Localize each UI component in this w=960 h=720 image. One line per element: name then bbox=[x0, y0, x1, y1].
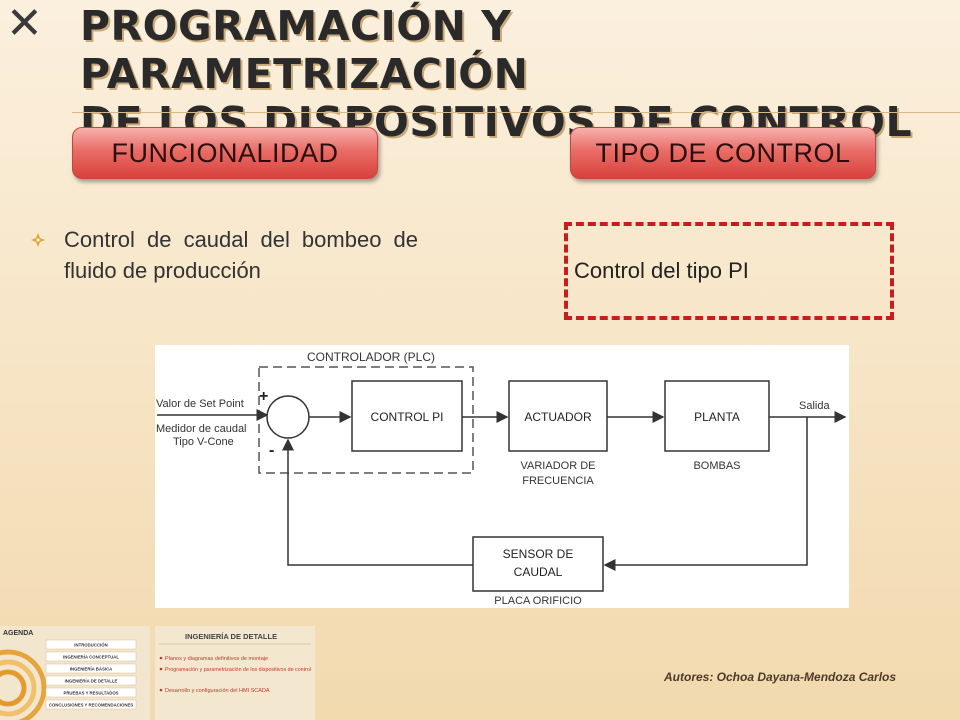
authors-footer: Autores: Ochoa Dayana-Mendoza Carlos bbox=[664, 670, 897, 684]
tipo-control-badge: TIPO DE CONTROL bbox=[570, 127, 876, 179]
funcionalidad-badge: FUNCIONALIDAD bbox=[72, 127, 378, 179]
sensor-label-1: SENSOR DE bbox=[503, 547, 574, 561]
agenda-rows: INTRODUCCIÓN INGENIERÍA CONCEPTUAL INGENIE… bbox=[45, 639, 137, 710]
agenda-row bbox=[45, 675, 137, 686]
actuator-block bbox=[508, 380, 608, 452]
plus-sign: + bbox=[259, 388, 268, 405]
plant-block bbox=[664, 380, 770, 452]
feedback-left-path bbox=[282, 438, 473, 566]
agenda-row bbox=[45, 687, 137, 698]
control-loop-diagram: CONTROLADOR (PLC) Valor de Set Point Med… bbox=[155, 345, 849, 608]
actuator-sub-2: FRECUENCIA bbox=[522, 475, 594, 487]
slide-title: Programación y parametrización de los di… bbox=[80, 2, 950, 146]
title-line-1: Programación y parametrización bbox=[80, 2, 529, 98]
sensor-label-2: CAUDAL bbox=[514, 565, 563, 579]
summing-junction bbox=[266, 395, 310, 439]
feedback-right-path bbox=[603, 417, 808, 571]
agenda-row-label: INTRODUCCIÓN bbox=[74, 643, 107, 648]
agenda-row-label: INGENIERÍA DE DETALLE bbox=[65, 679, 118, 684]
meter-label-2: Tipo V-Cone bbox=[173, 436, 234, 448]
agenda-row bbox=[45, 639, 137, 650]
control-type-text: Control del tipo PI bbox=[574, 258, 749, 283]
agenda-row-label: CONCLUSIONES Y RECOMENDACIONES bbox=[49, 703, 133, 708]
actuator-label: ACTUADOR bbox=[524, 410, 592, 424]
detalle-thumbnail[interactable]: INGENIERÍA DE DETALLE Planos y diagramas… bbox=[155, 626, 315, 720]
minus-sign: - bbox=[269, 442, 274, 459]
detalle-item-1: Planos y diagramas definitivos de montaj… bbox=[165, 656, 268, 662]
output-label: Salida bbox=[799, 400, 830, 412]
detalle-item-2: Programación y parametrización de los di… bbox=[165, 667, 311, 673]
controller-dashed-region bbox=[258, 366, 474, 474]
setpoint-label: Valor de Set Point bbox=[156, 398, 244, 410]
plant-sub: BOMBAS bbox=[693, 460, 740, 472]
agenda-thumb-title: AGENDA bbox=[3, 630, 33, 637]
x-mark-icon: ✕ bbox=[6, 0, 43, 49]
control-pi-block bbox=[351, 380, 463, 452]
sensor-sub: PLACA ORIFICIO bbox=[494, 595, 582, 607]
agenda-row bbox=[45, 699, 137, 710]
actuator-sub-1: VARIADOR DE bbox=[521, 460, 596, 472]
diamond-bullet-icon bbox=[31, 233, 45, 247]
sensor-block bbox=[472, 536, 604, 592]
title-divider bbox=[72, 112, 960, 113]
control-pi-label: CONTROL PI bbox=[371, 410, 444, 424]
agenda-row-label: PRUEBAS Y RESULTADOS bbox=[63, 691, 118, 696]
agenda-row bbox=[45, 663, 137, 674]
agenda-row-label: INGENIERÍA BÁSICA bbox=[70, 667, 113, 672]
control-type-box bbox=[564, 222, 894, 320]
agenda-rings bbox=[0, 649, 47, 720]
agenda-row bbox=[45, 651, 137, 662]
agenda-row-label: INGENIERÍA CONCEPTUAL bbox=[63, 655, 119, 660]
detalle-item-3: Desarrollo y configuración del HMI SCADA bbox=[165, 688, 270, 694]
controller-label: CONTROLADOR (PLC) bbox=[307, 350, 435, 364]
agenda-thumbnail[interactable]: AGENDA INTRODUCCIÓN INGENIERÍA CONCEPTUAL… bbox=[0, 626, 150, 720]
bullet-text: Control de caudal del bombeo de fluido d… bbox=[64, 227, 418, 283]
meter-label-1: Medidor de caudal bbox=[156, 423, 247, 435]
plant-label: PLANTA bbox=[694, 410, 740, 424]
detalle-thumb-title: INGENIERÍA DE DETALLE bbox=[185, 632, 277, 641]
